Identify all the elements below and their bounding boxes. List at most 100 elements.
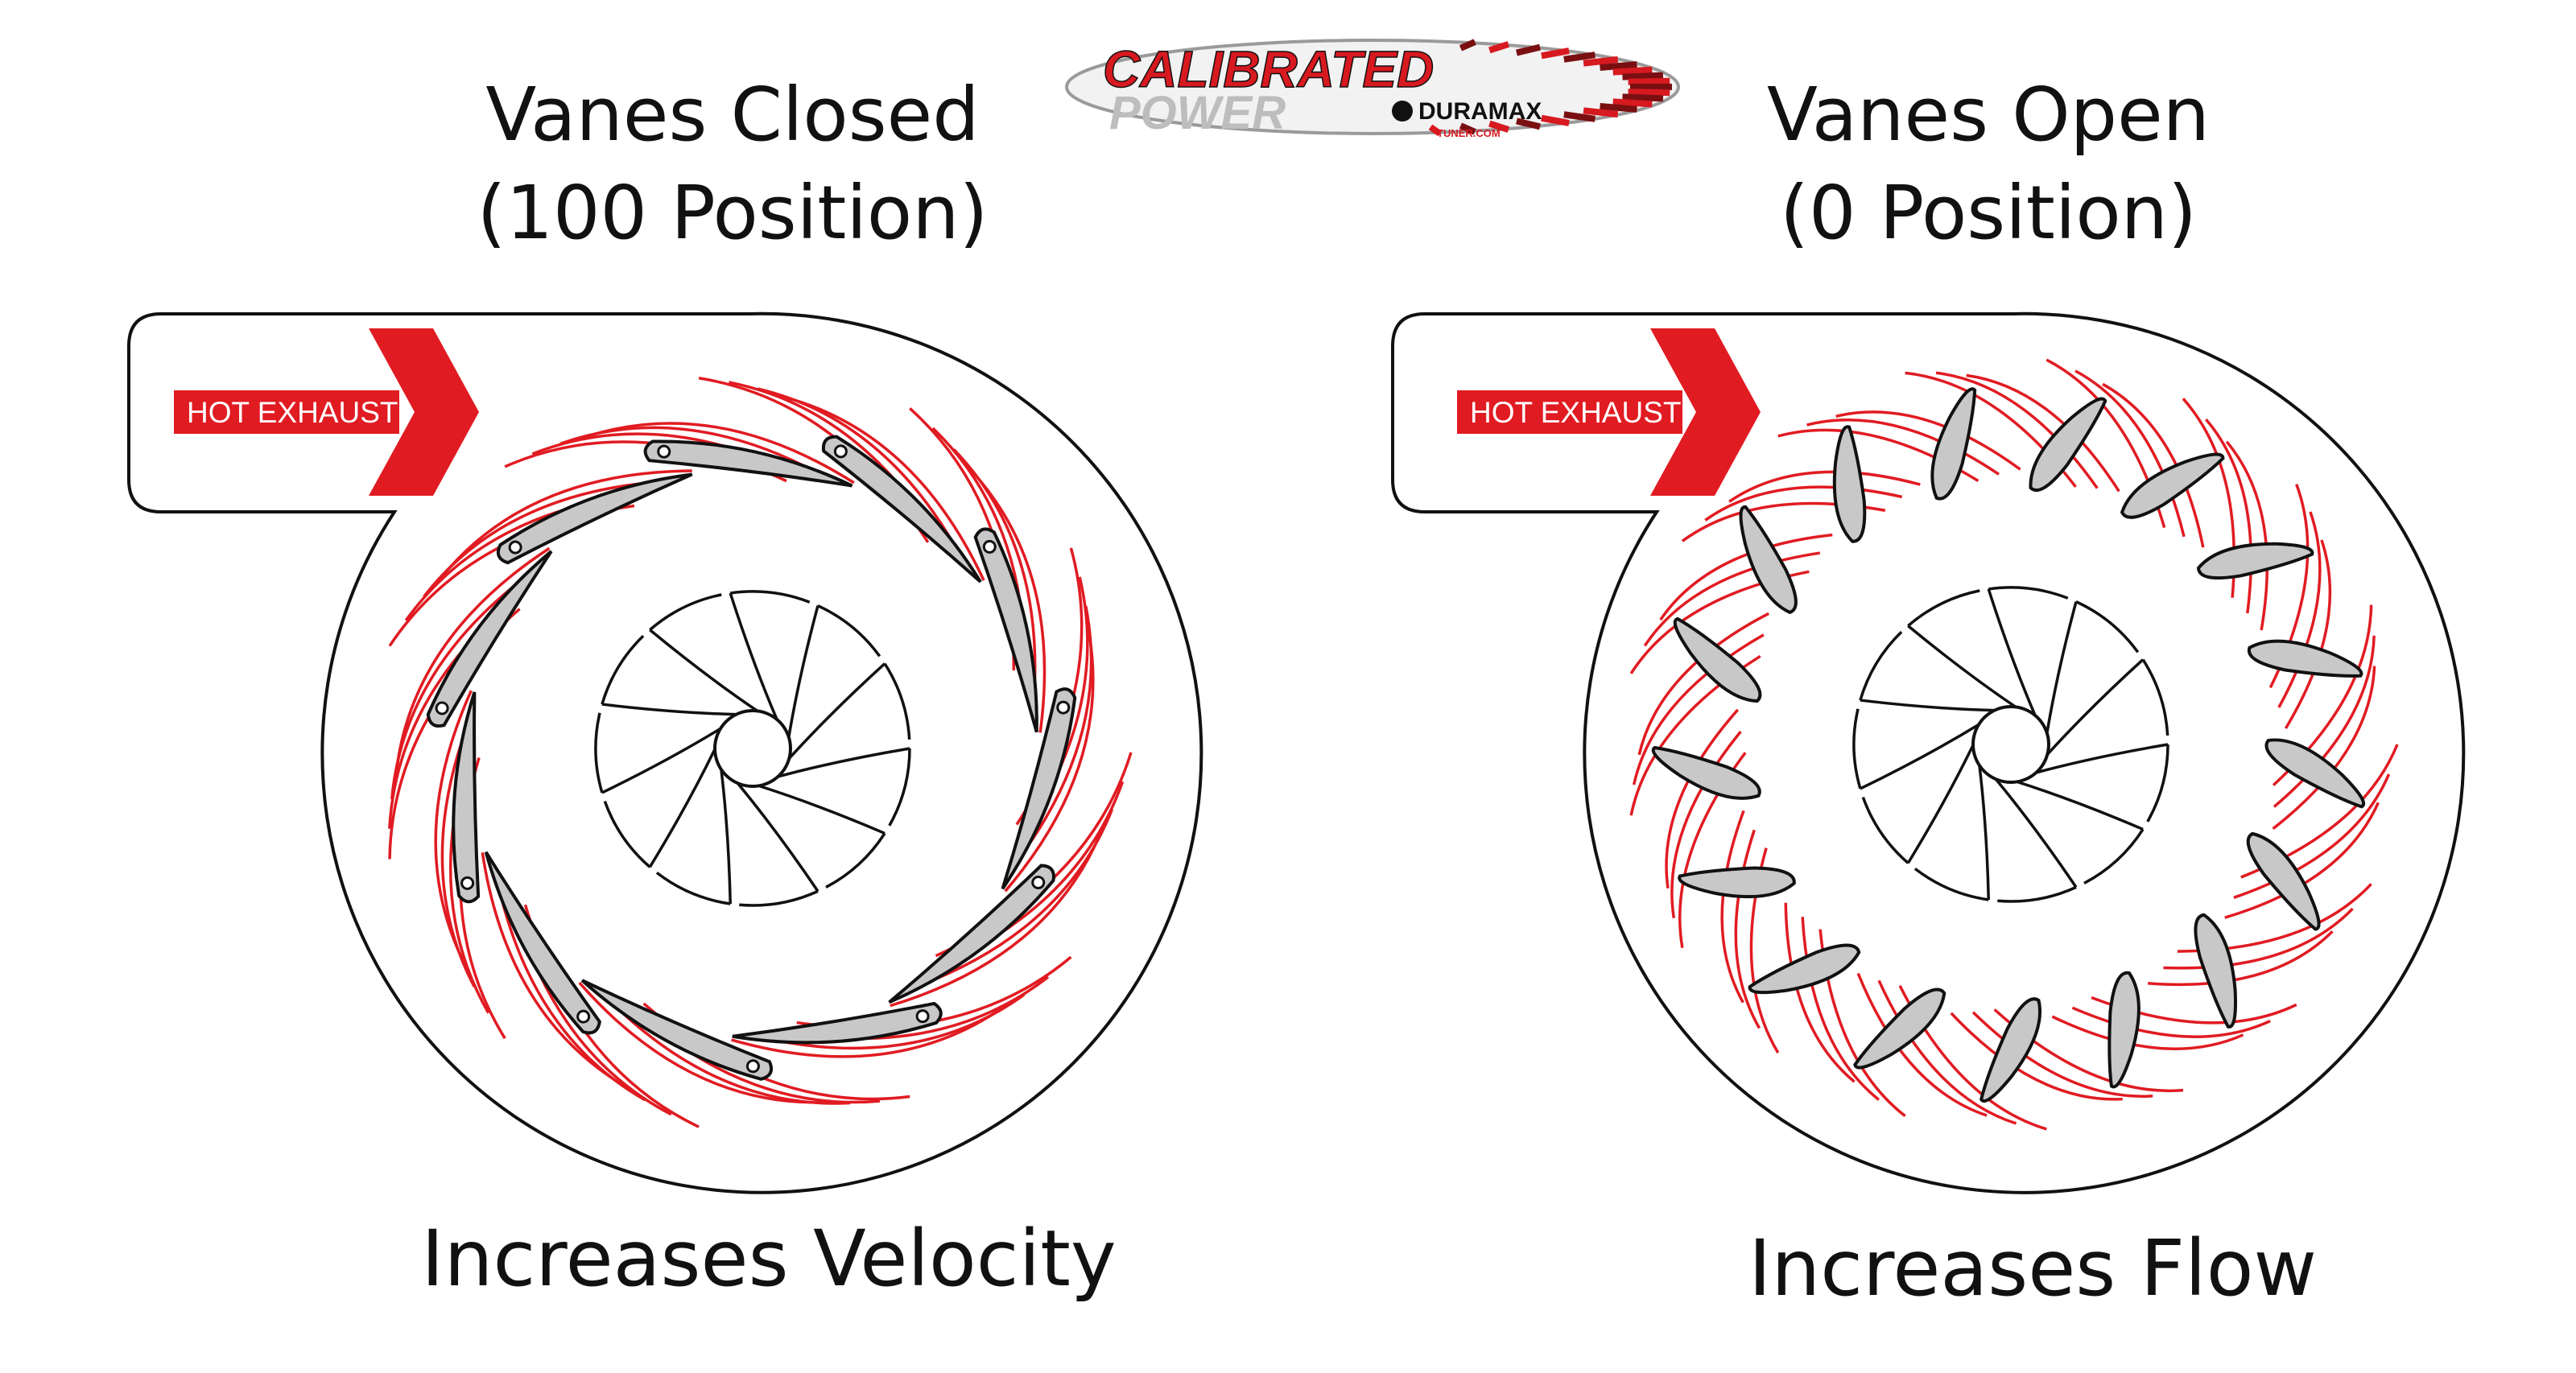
left-vane xyxy=(888,864,1055,1004)
right-flow-line xyxy=(1665,708,1740,889)
left-wheel-blade xyxy=(787,605,819,738)
left-vane xyxy=(643,439,853,488)
left-vane xyxy=(1001,687,1077,890)
left-vane-blade xyxy=(496,472,693,565)
left-wheel-blade-tip xyxy=(888,748,911,827)
right-flow-line xyxy=(1704,485,1903,522)
left-vane xyxy=(484,851,601,1035)
right-diagram-title: Vanes Open (0 Position) xyxy=(1586,66,2391,262)
left-wheel-blade-tip xyxy=(601,634,645,705)
right-flow-line xyxy=(2233,773,2391,899)
left-wheel-blade xyxy=(648,748,716,868)
left-flow-line xyxy=(1004,634,1095,893)
left-flow-line xyxy=(434,690,473,961)
right-vane xyxy=(2246,831,2321,931)
right-wheel-hub xyxy=(1971,705,2050,784)
right-wheel-blade xyxy=(2046,601,2078,734)
left-wheel-blade-tip xyxy=(817,604,881,658)
right-flow-line xyxy=(1728,470,1921,503)
left-vane-pivot xyxy=(915,1009,930,1024)
right-vane xyxy=(1673,616,1762,703)
right-vane-blade xyxy=(1748,943,1861,995)
left-flow-line xyxy=(481,852,622,1086)
right-flow-line xyxy=(2102,382,2205,548)
left-flow-line xyxy=(578,981,821,1104)
right-flow-line xyxy=(1784,902,1856,1083)
right-vane-blade xyxy=(1678,866,1796,899)
right-wheel-blade xyxy=(1860,699,1995,712)
left-caption: Increases Velocity xyxy=(421,1214,1117,1304)
logo-tick xyxy=(1622,93,1664,102)
left-wheel-blade xyxy=(601,703,737,716)
logo-calibrated: CALIBRATED xyxy=(1103,40,1434,98)
right-vane-blade xyxy=(1651,745,1761,800)
right-title-line2: (0 Position) xyxy=(1780,170,2197,256)
right-caption: Increases Flow xyxy=(1748,1223,2317,1313)
left-vane-blade xyxy=(426,550,553,728)
right-vane-blade xyxy=(1979,997,2042,1103)
left-vane xyxy=(821,435,982,583)
left-diagram-title: Vanes Closed (100 Position) xyxy=(330,66,1135,262)
right-wheel-blade-tip xyxy=(2146,744,2169,823)
right-flow-line xyxy=(1971,1011,2153,1098)
left-title-line2: (100 Position) xyxy=(477,170,989,256)
left-vane-pivot xyxy=(833,444,848,459)
left-wheel-blade xyxy=(777,747,910,778)
left-vane-pivot xyxy=(1031,876,1046,890)
left-wheel-blade xyxy=(649,629,758,712)
logo-tick xyxy=(1428,124,1442,137)
right-vane-blade xyxy=(2246,831,2321,931)
logo-tick xyxy=(1541,114,1570,126)
left-vane-blade xyxy=(973,527,1038,733)
right-wheel-blade-tip xyxy=(1997,885,2077,903)
logo-power: POWER xyxy=(1109,87,1286,139)
right-wheel-blade-tip xyxy=(2083,828,2145,885)
left-title-line1: Vanes Closed xyxy=(485,72,980,158)
left-vane-pivot xyxy=(1056,700,1071,715)
logo-speed-ticks xyxy=(1428,39,1672,137)
right-flow-line xyxy=(1637,612,1769,756)
right-flow-line xyxy=(2147,930,2334,987)
right-wheel-blade xyxy=(2035,743,2169,774)
right-vane-blade xyxy=(2264,738,2366,809)
left-vane-blade xyxy=(580,979,774,1081)
right-wheel-blade-tip xyxy=(1988,586,2069,600)
right-flow-line xyxy=(2277,511,2322,708)
right-flow-line xyxy=(2051,1015,2244,1050)
left-vane xyxy=(452,691,481,904)
right-wheel-blade-tip xyxy=(1852,708,1862,790)
right-vane-blade xyxy=(2194,913,2237,1029)
calibrated-power-logo: CALIBRATED POWER DURAMAX TUNER.COM xyxy=(1065,39,1680,139)
left-wheel-blade-tip xyxy=(603,800,651,868)
logo-tick xyxy=(1563,111,1596,122)
left-wheel-blade xyxy=(736,782,819,893)
left-vane xyxy=(580,979,774,1081)
right-vane xyxy=(1832,425,1867,543)
logo-tick xyxy=(1600,61,1637,71)
left-wheel-blade xyxy=(788,662,886,760)
left-vane xyxy=(426,550,553,728)
right-flow-line xyxy=(2224,802,2380,919)
right-wheel-blade xyxy=(1987,588,2037,716)
logo-duramax: DURAMAX xyxy=(1418,98,1542,125)
right-wheel-blade-tip xyxy=(1907,589,1980,627)
right-flow-line xyxy=(1801,917,1880,1101)
left-wheel-blade-tip xyxy=(883,662,911,740)
right-vane-blade xyxy=(1832,425,1867,543)
left-vane-blade xyxy=(888,864,1055,1004)
right-wheel-blade xyxy=(1978,765,1990,901)
left-flow-line xyxy=(890,835,1101,1008)
left-vane-pivot xyxy=(657,444,671,459)
logo-tick xyxy=(1516,43,1541,56)
left-wheel-blade-tip xyxy=(730,590,811,604)
left-vane-blade xyxy=(1001,687,1077,890)
logo-tick xyxy=(1612,66,1653,76)
right-wheel-blade xyxy=(1907,625,2017,708)
right-vane xyxy=(2107,971,2140,1089)
right-vanes-open xyxy=(1651,387,2366,1103)
right-flow-line xyxy=(2074,369,2186,538)
left-flow-line xyxy=(971,470,1046,733)
right-vane xyxy=(2029,397,2107,493)
right-vane-blade xyxy=(1673,616,1762,703)
